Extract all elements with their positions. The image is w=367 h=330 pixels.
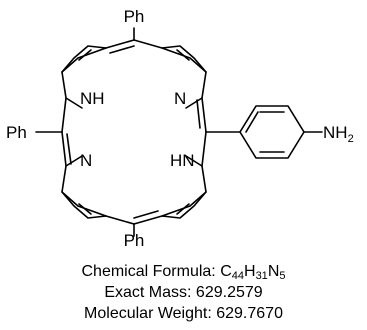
n-lower-label: N xyxy=(80,151,92,170)
molecular-weight: Molecular Weight: 629.7670 xyxy=(84,305,283,322)
formula-carbon: C xyxy=(220,263,232,280)
phenyl-left-label: Ph xyxy=(6,123,27,142)
formula-nitrogen: N xyxy=(267,263,280,280)
n-upper-label: N xyxy=(174,89,186,108)
nh-upper-label: NH xyxy=(80,89,105,108)
amine-group-label: NH2 xyxy=(323,123,354,145)
hn-lower-label: HN xyxy=(170,151,195,170)
porphyrin-structure: Ph Ph Ph NH N N HN NH2 xyxy=(6,7,354,250)
amine-nh-text: NH xyxy=(323,123,348,142)
chemical-formula: Chemical Formula: C44H31N5 xyxy=(0,262,367,282)
formula-hydrogen-count: 31 xyxy=(255,270,268,282)
phenyl-bottom-label: Ph xyxy=(124,231,145,250)
formula-hydrogen: H xyxy=(244,263,256,280)
formula-carbon-count: 44 xyxy=(231,270,244,282)
skeleton-bonds xyxy=(35,27,323,237)
exact-mass: Exact Mass: 629.2579 xyxy=(104,284,263,301)
formula-label: Chemical Formula: xyxy=(81,263,221,280)
amine-subscript: 2 xyxy=(348,133,354,145)
phenyl-top-label: Ph xyxy=(124,7,145,26)
formula-nitrogen-count: 5 xyxy=(279,270,286,282)
